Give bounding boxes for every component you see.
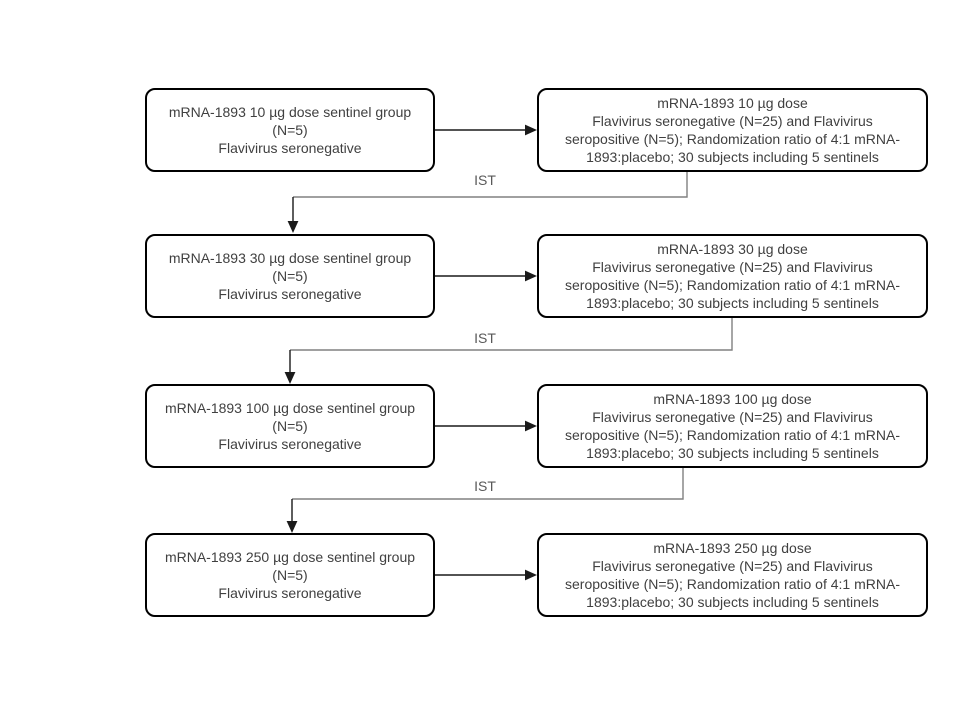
box-text-line: mRNA-1893 30 µg dose — [657, 241, 808, 257]
sentinel-box-100ug: mRNA-1893 100 µg dose sentinel group (N=… — [145, 384, 435, 468]
ist-connector-2 — [284, 318, 733, 384]
ist-label-3: IST — [474, 478, 496, 494]
box-text-line: Flavivirus seronegative — [218, 585, 362, 601]
box-text-line: (N=5) — [272, 122, 308, 138]
elbow-line — [292, 468, 684, 500]
arrow-row4-sentinel-to-expansion — [435, 569, 537, 581]
box-text-line: Flavivirus seronegative (N=25) and Flavi… — [592, 259, 873, 275]
arrowhead-down-icon — [286, 521, 298, 533]
arrowhead-right-icon — [525, 270, 537, 282]
expansion-box-250ug: mRNA-1893 250 µg dose Flavivirus seroneg… — [537, 533, 928, 617]
arrow-row1-sentinel-to-expansion — [435, 124, 537, 136]
arrowhead-down-icon — [287, 221, 299, 233]
arrowhead-down-icon — [284, 372, 296, 384]
box-text-line: mRNA-1893 10 µg dose sentinel group — [168, 104, 412, 120]
box-text-line: mRNA-1893 250 µg dose sentinel group — [164, 549, 416, 565]
box-text-line: mRNA-1893 10 µg dose — [657, 95, 808, 111]
expansion-box-30ug: mRNA-1893 30 µg dose Flavivirus seronega… — [537, 234, 928, 318]
elbow-line — [293, 172, 688, 198]
box-text-line: 1893:placebo; 30 subjects including 5 se… — [586, 149, 879, 165]
arrow-row2-sentinel-to-expansion — [435, 270, 537, 282]
arrowhead-right-icon — [525, 420, 537, 432]
box-text-line: Flavivirus seronegative — [218, 140, 362, 156]
box-text-line: Flavivirus seronegative (N=25) and Flavi… — [592, 409, 873, 425]
box-text-line: Flavivirus seronegative (N=25) and Flavi… — [592, 558, 873, 574]
arrowhead-right-icon — [525, 569, 537, 581]
box-text-line: mRNA-1893 100 µg dose sentinel group — [164, 400, 416, 416]
box-text-line: seropositive (N=5); Randomization ratio … — [565, 427, 900, 443]
sentinel-box-10ug: mRNA-1893 10 µg dose sentinel group (N=5… — [145, 88, 435, 172]
box-text-line: 1893:placebo; 30 subjects including 5 se… — [586, 445, 879, 461]
box-text-line: seropositive (N=5); Randomization ratio … — [565, 131, 900, 147]
box-text-line: Flavivirus seronegative — [218, 286, 362, 302]
sentinel-box-250ug: mRNA-1893 250 µg dose sentinel group (N=… — [145, 533, 435, 617]
box-text-line: (N=5) — [272, 418, 308, 434]
box-text-line: mRNA-1893 100 µg dose — [653, 391, 812, 407]
ist-label-1: IST — [474, 172, 496, 188]
ist-label-2: IST — [474, 330, 496, 346]
box-text-line: seropositive (N=5); Randomization ratio … — [565, 277, 900, 293]
arrowhead-right-icon — [525, 124, 537, 136]
box-text-line: (N=5) — [272, 567, 308, 583]
ist-connector-1 — [287, 172, 688, 233]
box-text-line: 1893:placebo; 30 subjects including 5 se… — [586, 594, 879, 610]
box-text-line: (N=5) — [272, 268, 308, 284]
expansion-box-10ug: mRNA-1893 10 µg dose Flavivirus seronega… — [537, 88, 928, 172]
box-text-line: Flavivirus seronegative (N=25) and Flavi… — [592, 113, 873, 129]
box-text-line: mRNA-1893 30 µg dose sentinel group — [168, 250, 412, 266]
box-text-line: mRNA-1893 250 µg dose — [653, 540, 812, 556]
box-text-line: Flavivirus seronegative — [218, 436, 362, 452]
ist-connector-3 — [286, 468, 684, 533]
box-text-line: seropositive (N=5); Randomization ratio … — [565, 576, 900, 592]
elbow-line — [290, 318, 733, 351]
arrow-row3-sentinel-to-expansion — [435, 420, 537, 432]
expansion-box-100ug: mRNA-1893 100 µg dose Flavivirus seroneg… — [537, 384, 928, 468]
sentinel-box-30ug: mRNA-1893 30 µg dose sentinel group (N=5… — [145, 234, 435, 318]
box-text-line: 1893:placebo; 30 subjects including 5 se… — [586, 295, 879, 311]
